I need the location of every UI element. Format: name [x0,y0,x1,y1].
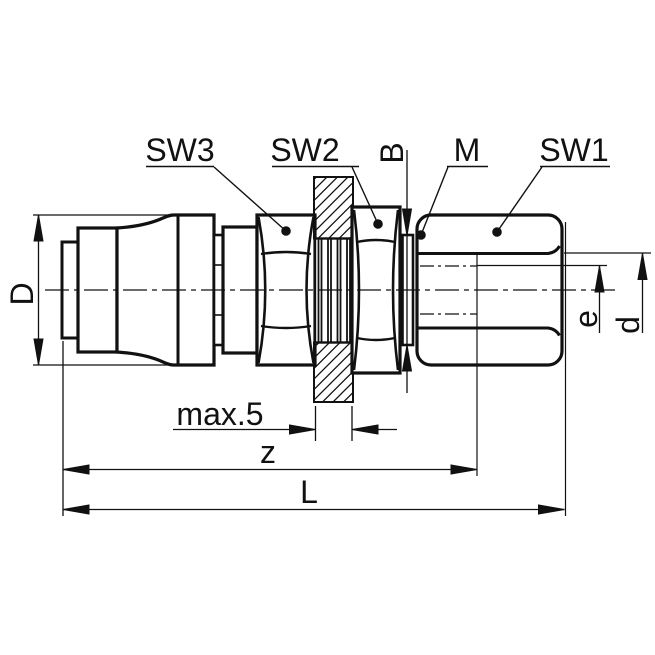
leader-lines [146,165,610,240]
bulkhead-plate-top [313,176,354,240]
leader-dot-sw3 [281,226,291,236]
label-l: L [300,474,318,510]
label-sw3: SW3 [145,132,214,168]
arrow-z-right [450,464,478,475]
arrow-L-right [538,504,565,515]
arrow-d [637,253,648,280]
leader-dot-m [416,230,426,240]
sw1-flat-bottom [418,326,561,337]
label-m: M [454,132,481,168]
label-b: B [374,142,410,163]
labels: SW3 SW2 B M SW1 D e d max.5 z L [4,132,646,510]
dimension-lines [33,150,651,516]
sw2-chamfer-bottom [356,336,396,342]
leader-dot-sw2 [373,219,383,229]
bulkhead-plate-bottom [313,341,354,403]
label-d: d [610,316,646,334]
sw3-chamfer-bottom [260,324,312,330]
sw2-facet-right [391,209,400,371]
sw1-flat-top [418,245,561,255]
label-diameter-d-left: D [4,282,40,305]
arrow-B-bottom [401,344,413,372]
part-detail-lines [214,209,561,371]
arrow-B-top [401,208,413,236]
sw3-chamfer-top [260,250,312,256]
arrow-e [594,265,605,293]
label-z: z [260,434,276,470]
arrow-z-left [62,464,90,475]
label-sw2: SW2 [270,132,339,168]
label-max5: max.5 [176,396,263,432]
sw3-facet-left [257,216,267,364]
arrow-D-top [33,214,44,242]
sw3-facet-right [305,216,315,364]
arrow-max5-right [351,424,379,435]
leader-dot-sw1 [492,227,502,237]
sw2-chamfer-top [356,238,396,244]
label-sw1: SW1 [539,132,608,168]
label-e: e [568,310,604,328]
arrow-max5-left [289,424,316,435]
arrow-D-bottom [33,338,44,366]
arrow-L-left [62,504,90,515]
